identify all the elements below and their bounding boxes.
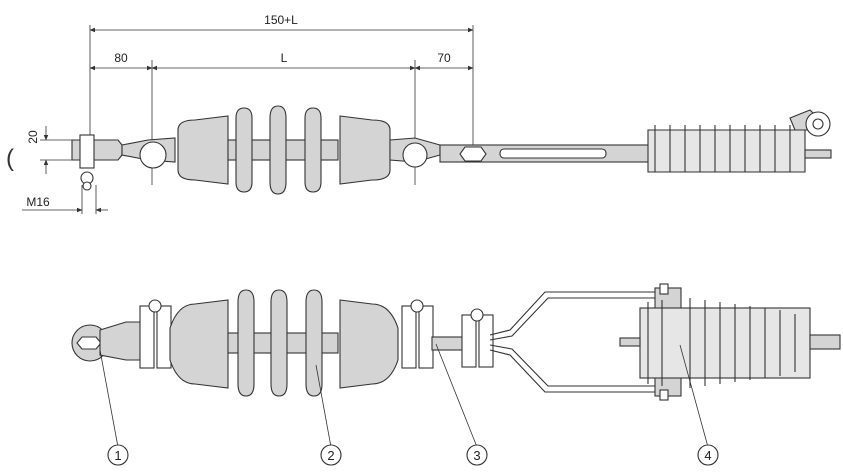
shed-2 [269, 105, 287, 195]
clamp-eye-hole [812, 118, 824, 130]
dimension-right-offset: 70 [437, 51, 451, 65]
clamp-bolt-top [659, 283, 669, 295]
leader-4 [679, 344, 709, 448]
clamp-strap-top [489, 291, 660, 336]
dimension-overall: 150+L [264, 13, 298, 27]
dimension-bolt: M16 [26, 195, 50, 209]
bolt-right-1 [401, 305, 417, 369]
dimension-middle: L [281, 51, 288, 65]
pin-hole-left [139, 141, 167, 169]
shed-3 [304, 107, 322, 193]
clamp-strap-top-inner [489, 297, 660, 341]
bolt-right-2 [418, 305, 434, 369]
clamp-pin [619, 337, 641, 347]
bolt-left-1 [139, 305, 155, 369]
shed-b-3 [305, 289, 323, 397]
clamp-spring-fins [647, 298, 796, 388]
nut-link [470, 308, 484, 322]
callout-2: 2 [327, 448, 334, 463]
top-view: 150+L 80 L 70 20 M16 ( [6, 13, 832, 214]
bolt-link-2 [478, 314, 494, 368]
leader-3 [435, 343, 478, 448]
clamp-fins [654, 125, 791, 172]
pin-hole-right [402, 142, 428, 168]
clamp-strap-bottom-inner [489, 344, 660, 387]
bracket-glyph: ( [6, 145, 14, 172]
clamp-spring-body [639, 307, 811, 379]
insulator-shoulder-right [339, 115, 391, 185]
conductor-end-b [809, 334, 841, 350]
dimension-height: 20 [26, 130, 40, 144]
callout-circle-2 [320, 444, 342, 466]
conductor-end [804, 149, 832, 159]
eye-end-nut [76, 336, 102, 350]
bottom-view: 1 2 3 4 [71, 283, 841, 466]
shed-1 [235, 107, 253, 193]
callout-circle-3 [466, 444, 488, 466]
bolt-link-1 [461, 314, 477, 368]
callout-1: 1 [114, 448, 121, 463]
shed-b-2 [270, 289, 288, 397]
leader-1 [99, 349, 119, 448]
callout-circle-4 [697, 444, 719, 466]
bolt-left-2 [156, 305, 172, 369]
dimension-left-offset: 80 [114, 51, 128, 65]
clevis-pin [82, 181, 92, 191]
callout-4: 4 [704, 448, 711, 463]
clamp-bolt-bottom [659, 389, 669, 401]
leader-2 [315, 364, 332, 448]
callout-3: 3 [473, 448, 480, 463]
clamp-strap-bottom [489, 349, 660, 393]
insulator-shoulder-left [177, 115, 229, 185]
insulator-shoulder-right-b [339, 299, 399, 389]
hex-bolt [459, 146, 487, 162]
insulator-shoulder-left-b [169, 299, 229, 389]
shed-b-1 [237, 289, 255, 397]
adjusting-slot [499, 148, 607, 159]
nut-left [148, 299, 162, 313]
clevis-bolt [79, 134, 95, 169]
strain-clamp-body [647, 129, 806, 173]
callout-circle-1 [107, 444, 129, 466]
nut-right [410, 299, 424, 313]
